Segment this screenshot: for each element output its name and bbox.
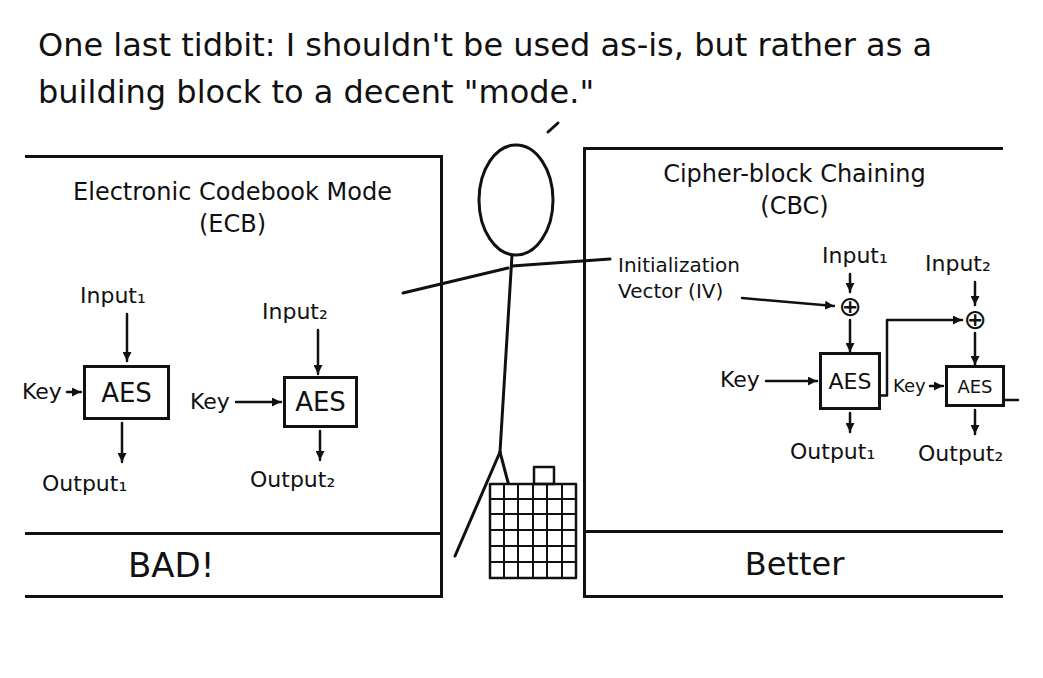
signal-label: Key (893, 374, 926, 398)
xor-sign: ⊕ (838, 294, 861, 320)
aes-box: AES (945, 365, 1005, 407)
output-arrow (974, 410, 977, 434)
output-arrow (319, 431, 322, 460)
mode-panel: Cipher-block Chaining (CBC) ⊕ ⊕ AES AES Bette… (583, 147, 1003, 598)
verdict-band: Better (586, 530, 1003, 595)
cipher-name: AES (295, 387, 346, 417)
key-arrow (236, 401, 281, 404)
block-top (534, 467, 554, 484)
figure-arm (403, 268, 508, 293)
iv-arrow (742, 298, 834, 306)
mode-panel: Electronic Codebook Mode (ECB) AES AES BAD! (25, 155, 443, 598)
xor-symbol: ⊕ (962, 307, 988, 333)
chain-stub (1005, 399, 1018, 402)
cipher-name: AES (829, 369, 872, 394)
input-arrow (849, 274, 852, 292)
block-grid (490, 484, 576, 578)
comic-caption: One last tidbit: I shouldn't be used as-… (38, 22, 953, 116)
input-arrow (126, 314, 129, 361)
signal-label: Output₁ (42, 470, 127, 498)
panel-heading: Electronic Codebook Mode (ECB) (58, 176, 408, 240)
signal-label: Input₁ (80, 282, 146, 310)
key-arrow (766, 380, 817, 383)
signal-label: Key (720, 366, 760, 394)
signal-label: Output₁ (790, 438, 875, 466)
signal-label: Output₂ (250, 466, 335, 494)
cipher-name: AES (101, 378, 152, 408)
aes-box: AES (819, 352, 881, 410)
signal-label: Key (22, 378, 62, 406)
speech-tick (548, 123, 558, 132)
aes-box: AES (283, 376, 358, 428)
xor-symbol: ⊕ (837, 294, 863, 320)
chain-arrow (974, 333, 977, 365)
verdict-text: BAD! (128, 545, 214, 585)
figure-body (500, 255, 512, 452)
aes-box: AES (83, 365, 170, 420)
signal-label: Initialization Vector (IV) (618, 252, 808, 304)
signal-label: Key (190, 388, 230, 416)
signal-label: Input₂ (925, 250, 991, 278)
output-arrow (121, 423, 124, 462)
block-pile (490, 484, 576, 578)
output-arrow (849, 413, 852, 432)
signal-label: Input₁ (822, 242, 888, 270)
verdict-band: BAD! (25, 532, 440, 595)
cipher-name: AES (957, 376, 992, 397)
key-arrow (930, 385, 943, 388)
signal-label: Input₂ (262, 298, 328, 326)
panel-heading: Cipher-block Chaining (CBC) (640, 158, 950, 222)
chain-arrow (849, 320, 852, 352)
xor-sign: ⊕ (963, 307, 986, 333)
figure-arm (512, 259, 610, 266)
figure-head (479, 145, 553, 255)
input-arrow (974, 282, 977, 305)
key-arrow (67, 391, 81, 394)
input-arrow (317, 330, 320, 374)
verdict-text: Better (745, 545, 845, 583)
signal-label: Output₂ (918, 440, 1003, 468)
